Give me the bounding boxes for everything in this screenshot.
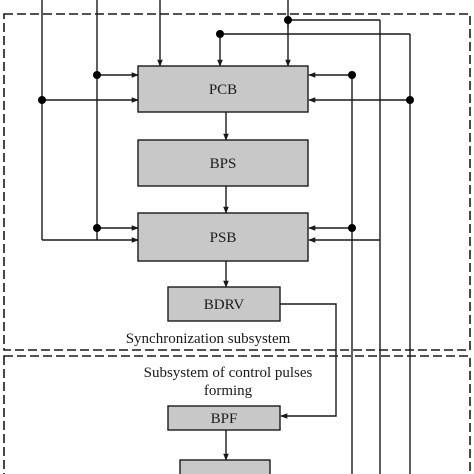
bps-label: BPS: [210, 156, 237, 172]
junction-dot: [93, 224, 101, 232]
lower-block-partial: [179, 459, 271, 474]
bdrv-label: BDRV: [204, 297, 245, 313]
junction-dot: [93, 71, 101, 79]
junction-dot: [406, 96, 414, 104]
pcb-label: PCB: [209, 82, 237, 98]
junction-dot: [348, 71, 356, 79]
junction-dot: [284, 16, 292, 24]
psb-label: PSB: [210, 230, 237, 246]
psb-block: [137, 212, 309, 262]
arrow-bdrv-to-bpf: [280, 303, 337, 419]
control-pulses-subsystem-frame: [3, 355, 471, 474]
junction-dot: [216, 30, 224, 38]
control-pulses-caption-line2: forming: [204, 383, 253, 399]
synchronization-subsystem-caption: Synchronization subsystem: [126, 331, 291, 347]
bdrv-block: [167, 286, 281, 322]
bps-block: [137, 139, 309, 187]
junction-dot: [38, 96, 46, 104]
control-pulses-caption-line1: Subsystem of control pulses: [144, 365, 313, 381]
synchronization-subsystem-frame: [3, 13, 471, 351]
bpf-label: BPF: [211, 411, 238, 427]
pcb-block: [137, 65, 309, 113]
bpf-block: [167, 405, 281, 431]
junction-dot: [348, 224, 356, 232]
